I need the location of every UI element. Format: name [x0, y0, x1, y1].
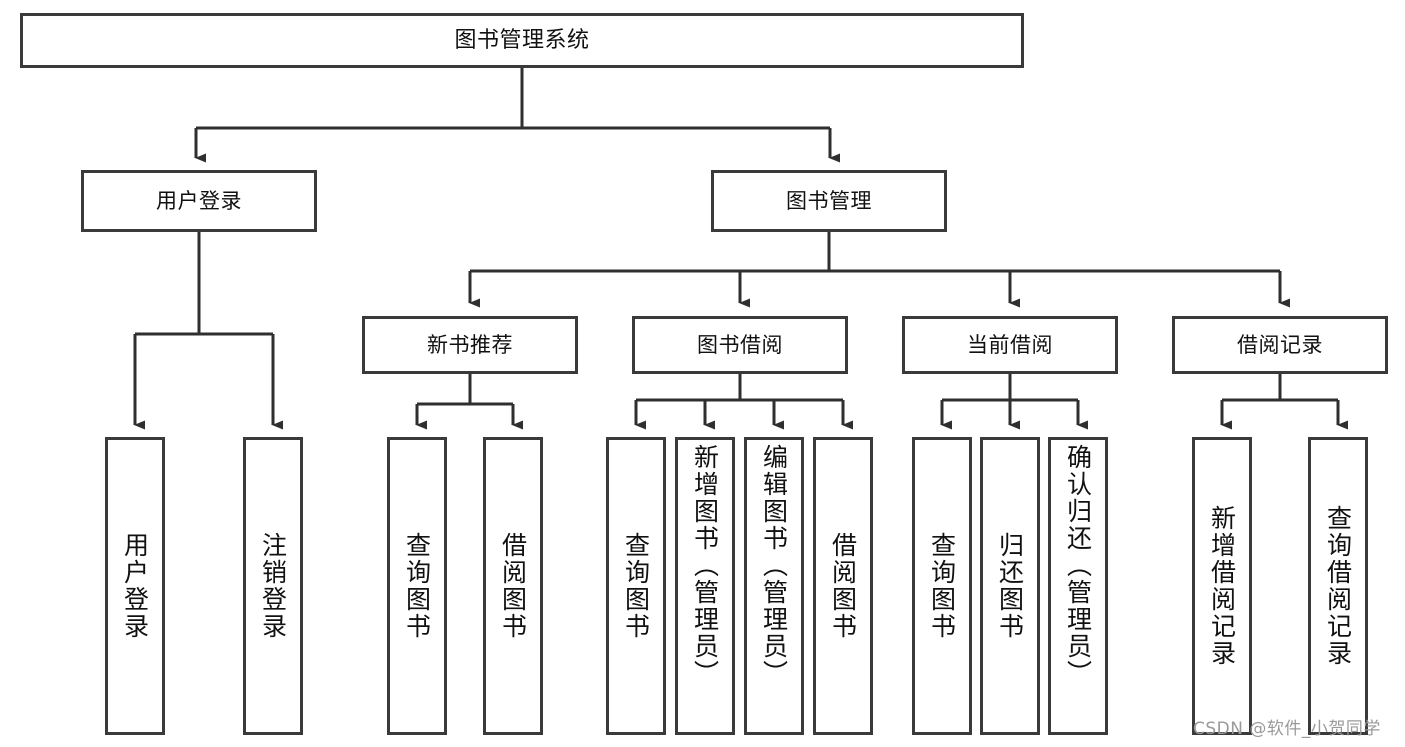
node-label: 查询图书 — [402, 532, 432, 640]
node-label: 新书推荐 — [427, 332, 513, 357]
leaf-borrow-record-query-record[interactable]: 查询借阅记录 — [1308, 437, 1368, 735]
leaf-user-login-logout[interactable]: 注销登录 — [243, 437, 303, 735]
node-label: 当前借阅 — [967, 332, 1053, 357]
leaf-new-book-borrow-book[interactable]: 借阅图书 — [483, 437, 543, 735]
leaf-book-borrow-edit-book[interactable]: 编辑图书（管理员） — [744, 437, 804, 735]
leaf-borrow-record-add-record[interactable]: 新增借阅记录 — [1192, 437, 1252, 735]
leaf-book-borrow-borrow-book[interactable]: 借阅图书 — [813, 437, 873, 735]
node-label: 归还图书 — [995, 532, 1025, 640]
node-label: 借阅图书 — [498, 532, 528, 640]
leaf-new-book-query-book[interactable]: 查询图书 — [387, 437, 447, 735]
node-label: 确认归还（管理员） — [1063, 444, 1093, 687]
node-label: 借阅记录 — [1237, 332, 1323, 357]
node-label: 新增借阅记录 — [1207, 505, 1237, 667]
leaf-current-borrow-confirm-return[interactable]: 确认归还（管理员） — [1048, 437, 1108, 735]
node-label: 查询图书 — [621, 532, 651, 640]
node-label: 图书管理系统 — [454, 27, 590, 53]
node-book-borrow[interactable]: 图书借阅 — [632, 316, 848, 374]
leaf-book-borrow-query-book[interactable]: 查询图书 — [606, 437, 666, 735]
node-root-book-management-system[interactable]: 图书管理系统 — [20, 13, 1024, 68]
csdn-watermark: CSDN @软件_小贺同学 — [1193, 719, 1381, 739]
node-label: 查询图书 — [927, 532, 957, 640]
node-label: 新增图书（管理员） — [690, 444, 720, 687]
node-label: 编辑图书（管理员） — [759, 444, 789, 687]
node-book-management[interactable]: 图书管理 — [711, 170, 947, 232]
leaf-current-borrow-query-book[interactable]: 查询图书 — [912, 437, 972, 735]
leaf-book-borrow-add-book[interactable]: 新增图书（管理员） — [675, 437, 735, 735]
node-label: 注销登录 — [258, 532, 288, 640]
node-label: 查询借阅记录 — [1323, 505, 1353, 667]
leaf-current-borrow-return-book[interactable]: 归还图书 — [980, 437, 1040, 735]
node-label: 用户登录 — [156, 188, 242, 213]
node-current-borrow[interactable]: 当前借阅 — [902, 316, 1118, 374]
node-label: 图书借阅 — [697, 332, 783, 357]
node-label: 图书管理 — [786, 188, 872, 213]
node-user-login[interactable]: 用户登录 — [81, 170, 317, 232]
node-new-book-recommend[interactable]: 新书推荐 — [362, 316, 578, 374]
node-label: 借阅图书 — [828, 532, 858, 640]
leaf-user-login-login[interactable]: 用户登录 — [105, 437, 165, 735]
node-label: 用户登录 — [120, 532, 150, 640]
node-borrow-record[interactable]: 借阅记录 — [1172, 316, 1388, 374]
